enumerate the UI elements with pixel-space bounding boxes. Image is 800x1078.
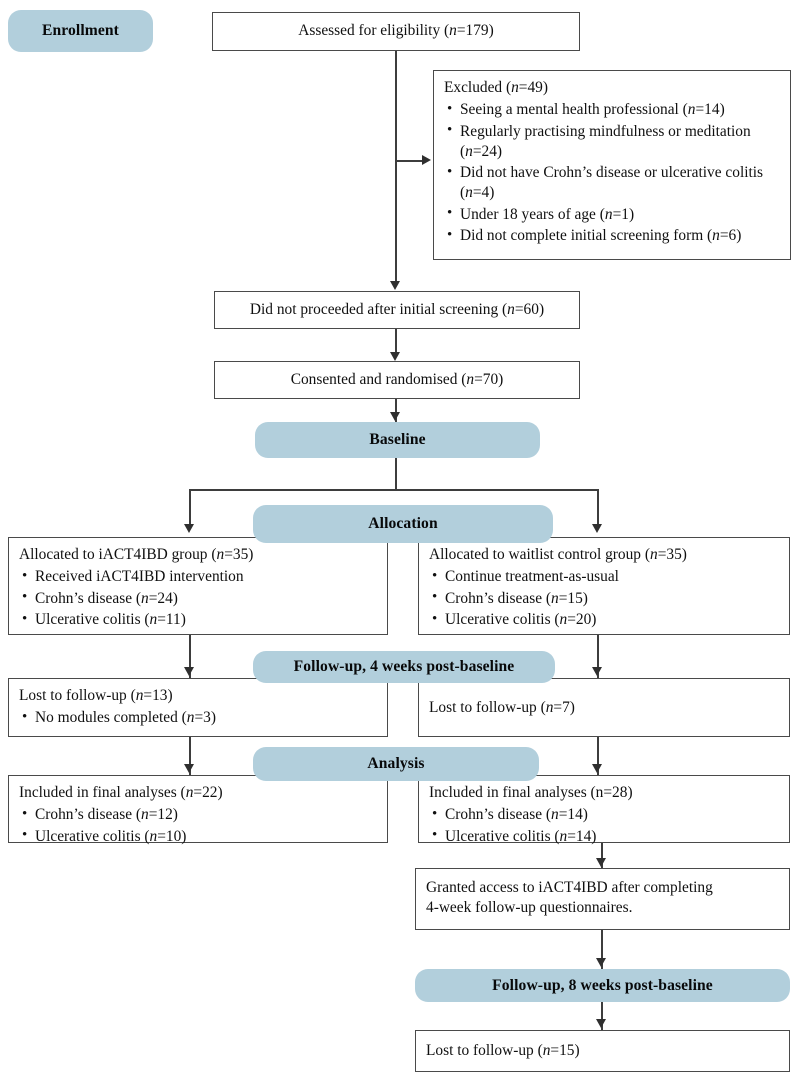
node-granted-access-line1: Granted access to iACT4IBD after complet… xyxy=(426,879,713,896)
arrowhead-lost-left-4w xyxy=(184,667,194,676)
node-lost-right-4w-text: Lost to follow-up (n=7) xyxy=(429,698,575,716)
node-analysis-left: Included in final analyses (n=22) Crohn’… xyxy=(8,775,388,846)
list-item: Ulcerative colitis (n=11) xyxy=(22,610,378,630)
node-allocated-intervention: Allocated to iACT4IBD group (n=35) Recei… xyxy=(8,537,388,635)
node-analysis-right: Included in final analyses (n=28) Crohn’… xyxy=(418,775,790,846)
connector-analysis-to-granted xyxy=(601,843,603,869)
node-excluded-lead: Excluded (n=49) xyxy=(444,79,548,96)
node-excluded-list: Seeing a mental health professional (n=1… xyxy=(444,100,781,246)
node-did-not-proceed: Did not proceeded after initial screenin… xyxy=(214,291,580,329)
list-item: Crohn’s disease (n=15) xyxy=(432,588,780,609)
node-analysis-right-list: Crohn’s disease (n=14) Ulcerative coliti… xyxy=(429,805,780,847)
arrowhead-alloc-right xyxy=(592,524,602,533)
list-item: Regularly practising mindfulness or medi… xyxy=(447,121,781,162)
arrowhead-analysis-right xyxy=(592,764,602,773)
stage-label-analysis: Analysis xyxy=(367,755,425,772)
list-item: Crohn’s disease (n=24) xyxy=(22,588,378,609)
connector-randomised-to-baseline xyxy=(395,399,397,423)
arrowhead-to-followup-8w xyxy=(596,958,606,967)
connector-followup8w-to-lost xyxy=(601,1002,603,1030)
node-lost-followup-left-4w: Lost to follow-up (n=13) No modules comp… xyxy=(8,678,388,737)
stage-label-followup-4w: Follow-up, 4 weeks post-baseline xyxy=(293,658,515,675)
list-item: Received iACT4IBD intervention xyxy=(22,567,378,587)
stage-pill-followup-4w: Follow-up, 4 weeks post-baseline xyxy=(253,651,555,683)
node-lost-followup-right-4w: Lost to follow-up (n=7) xyxy=(418,678,790,737)
connector-split-right xyxy=(597,489,599,527)
node-allocated-intervention-list: Received iACT4IBD intervention Crohn’s d… xyxy=(19,567,378,630)
stage-label-baseline: Baseline xyxy=(369,431,426,448)
arrowhead-lost-right-4w xyxy=(592,667,602,676)
connector-alloc-right-to-lost xyxy=(597,635,599,678)
node-consented-text: Consented and randomised (n=70) xyxy=(290,370,504,388)
connector-allocation-split-bar xyxy=(189,489,599,491)
node-allocated-waitlist-list: Continue treatment-as-usual Crohn’s dise… xyxy=(429,567,780,630)
node-analysis-right-lead: Included in final analyses (n=28) xyxy=(429,784,633,801)
list-item: Seeing a mental health professional (n=1… xyxy=(447,100,781,120)
connector-granted-to-followup8w xyxy=(601,930,603,970)
node-granted-access-line2: 4-week follow-up questionnaires. xyxy=(426,899,633,917)
list-item: Ulcerative colitis (n=10) xyxy=(22,826,378,847)
arrowhead-to-granted xyxy=(596,858,606,867)
node-did-not-proceed-text: Did not proceeded after initial screenin… xyxy=(249,300,545,318)
connector-screening-to-randomised xyxy=(395,329,397,354)
node-lost-left-4w-list: No modules completed (n=3) xyxy=(19,708,378,728)
list-item: Crohn’s disease (n=12) xyxy=(22,805,378,825)
node-lost-followup-8w: Lost to follow-up (n=15) xyxy=(415,1030,790,1072)
list-item: Continue treatment-as-usual xyxy=(432,567,780,587)
list-item: Crohn’s disease (n=14) xyxy=(432,805,780,825)
connector-split-left xyxy=(189,489,191,527)
list-item: No modules completed (n=3) xyxy=(22,708,378,728)
node-consented-randomised: Consented and randomised (n=70) xyxy=(214,361,580,399)
arrowhead-to-baseline xyxy=(390,412,400,421)
stage-label-allocation: Allocation xyxy=(368,515,438,532)
connector-baseline-to-split xyxy=(395,458,397,490)
stage-pill-baseline: Baseline xyxy=(255,422,540,458)
node-lost-left-4w-lead: Lost to follow-up (n=13) xyxy=(19,687,173,704)
arrowhead-to-screening xyxy=(390,281,400,290)
stage-pill-allocation: Allocation xyxy=(253,505,553,543)
node-assessed-for-eligibility: Assessed for eligibility (n=179) xyxy=(212,12,580,51)
list-item: Did not have Crohn’s disease or ulcerati… xyxy=(447,163,781,203)
arrowhead-analysis-left xyxy=(184,764,194,773)
arrowhead-to-randomised xyxy=(390,352,400,361)
list-item: Ulcerative colitis (n=14) xyxy=(432,826,780,847)
node-allocated-intervention-lead: Allocated to iACT4IBD group (n=35) xyxy=(19,546,254,563)
connector-to-excluded xyxy=(395,160,423,162)
stage-pill-analysis: Analysis xyxy=(253,747,539,781)
stage-label-enrollment: Enrollment xyxy=(42,22,119,39)
arrowhead-to-excluded xyxy=(422,155,431,165)
node-analysis-left-list: Crohn’s disease (n=12) Ulcerative coliti… xyxy=(19,805,378,847)
node-excluded: Excluded (n=49) Seeing a mental health p… xyxy=(433,70,791,260)
node-allocated-waitlist-lead: Allocated to waitlist control group (n=3… xyxy=(429,546,687,563)
node-allocated-waitlist: Allocated to waitlist control group (n=3… xyxy=(418,537,790,635)
connector-lost-left-to-analysis xyxy=(189,737,191,775)
list-item: Ulcerative colitis (n=20) xyxy=(432,610,780,630)
arrowhead-alloc-left xyxy=(184,524,194,533)
node-analysis-left-lead: Included in final analyses (n=22) xyxy=(19,784,223,801)
node-lost-8w-text: Lost to follow-up (n=15) xyxy=(426,1042,580,1060)
connector-lost-right-to-analysis xyxy=(597,737,599,775)
list-item: Did not complete initial screening form … xyxy=(447,226,781,246)
node-granted-access: Granted access to iACT4IBD after complet… xyxy=(415,868,790,930)
arrowhead-lost-8w xyxy=(596,1019,606,1028)
list-item: Under 18 years of age (n=1) xyxy=(447,204,781,225)
connector-assessed-to-screening xyxy=(395,51,397,283)
stage-label-followup-8w: Follow-up, 8 weeks post-baseline xyxy=(492,976,713,994)
connector-alloc-left-to-lost xyxy=(189,635,191,678)
stage-pill-followup-8w: Follow-up, 8 weeks post-baseline xyxy=(415,969,790,1002)
stage-pill-enrollment: Enrollment xyxy=(8,10,153,52)
node-assessed-text: Assessed for eligibility (n=179) xyxy=(298,22,494,40)
